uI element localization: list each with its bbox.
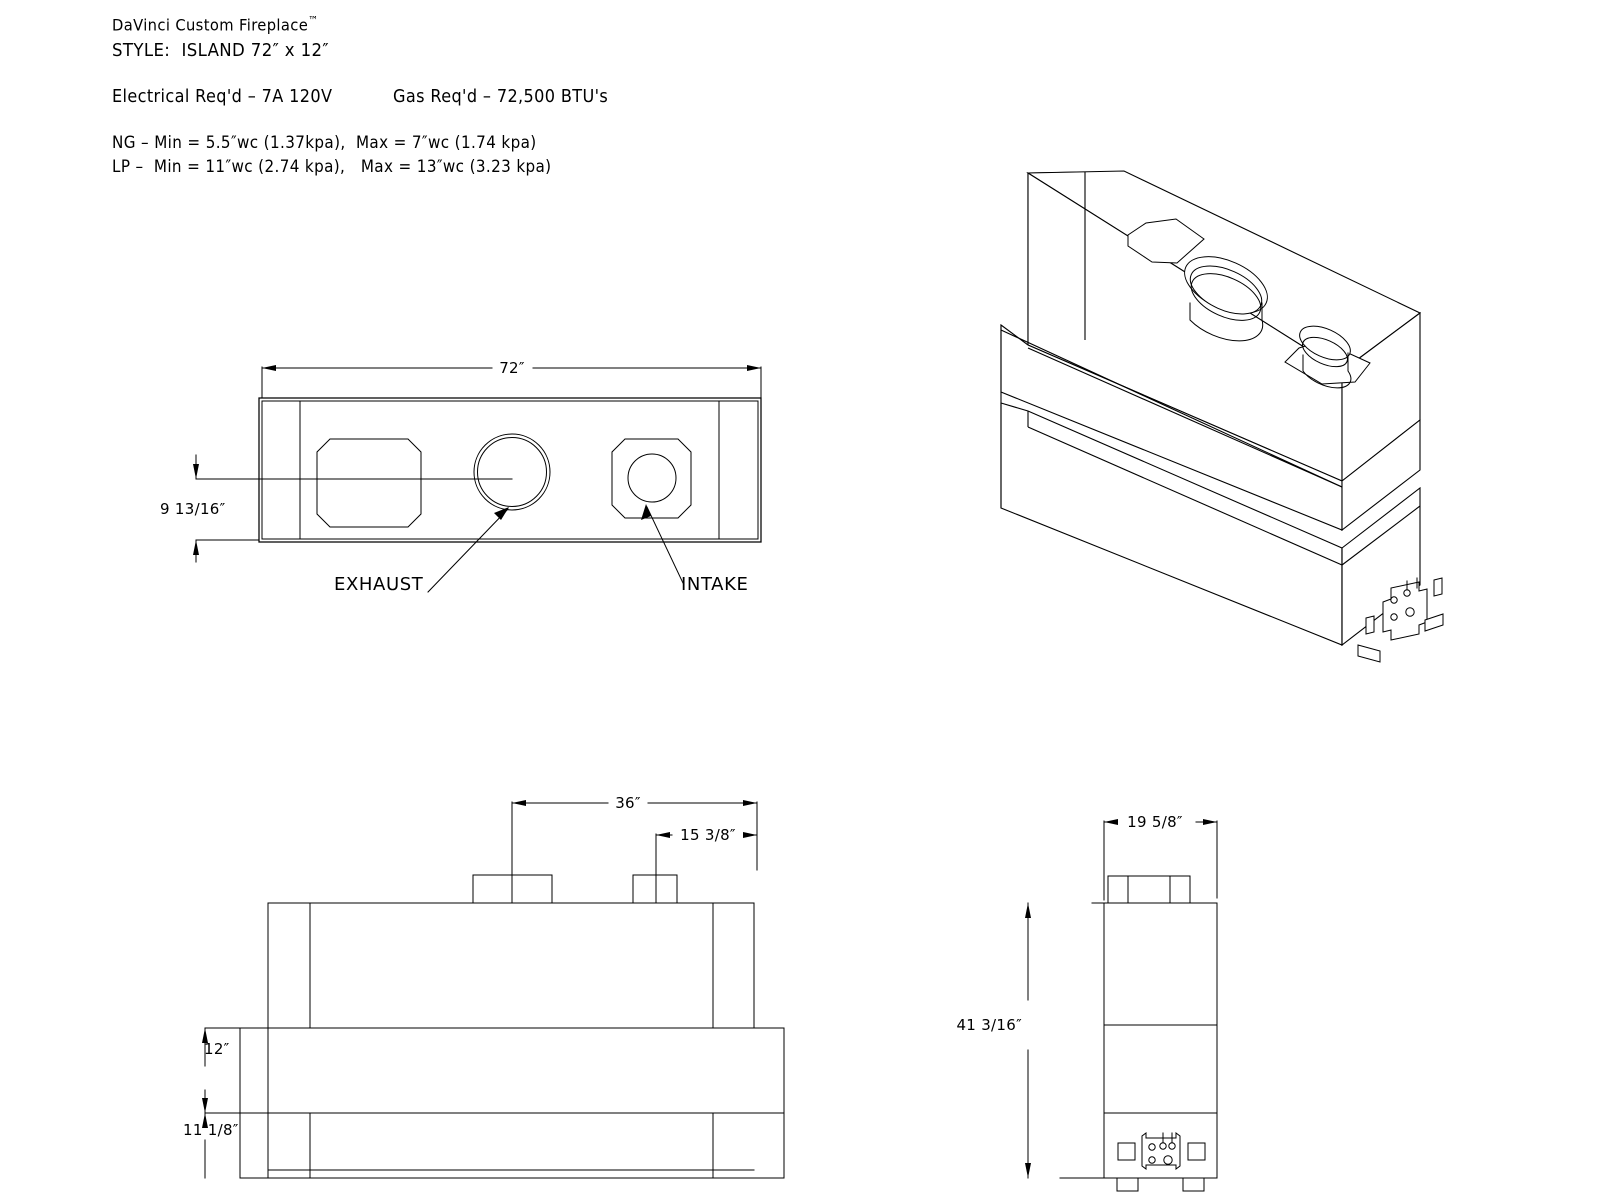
front-15-38-dim-text: 15 3/8″ [680,826,736,844]
electrical-requirement: Electrical Req'd – 7A 120V [112,87,333,108]
specification-header: DaVinci Custom Fireplace™ STYLE: ISLAND … [112,8,872,179]
side-knockout-left [1117,1142,1136,1161]
side-height-dimension: 41 3/16″ [956,902,1031,1179]
iso-lower-reveal-right [1341,505,1421,566]
front-11-18-dim-text: 11 1/8″ [183,1121,239,1139]
side-mid-band [1103,1024,1218,1114]
side-depth-dimension: 19 5/8″ [1103,813,1218,901]
iso-control-panel[interactable] [1382,577,1428,641]
plan-exhaust-callout[interactable]: EXHAUST [334,507,509,595]
iso-foot-right [1424,613,1444,632]
front-lower-base [239,1112,785,1179]
plan-intake-collar [627,453,677,503]
iso-foot-left [1357,644,1381,663]
side-top-stub [1107,875,1191,904]
side-foot-left [1116,1177,1139,1192]
front-elevation-view: 36″ 15 3/8″ [183,794,785,1179]
plan-view: 72″ 9 13 [160,359,762,595]
iso-band-top-line [1000,329,1343,488]
trademark-symbol: ™ [308,14,319,27]
front-12in-dim-text: 12″ [204,1040,230,1058]
plan-access-panel-octagon [316,438,422,528]
front-base-height-dimension: 11 1/8″ [183,1112,239,1179]
ng-pressure-line: NG – Min = 5.5″wc (1.37kpa), Max = 7″wc … [112,133,537,153]
gas-requirement: Gas Req'd – 72,500 BTU's [393,87,609,108]
front-upper-body [267,902,755,1029]
iso-intake-collar [1299,325,1352,389]
iso-top-access-panel [1127,218,1205,264]
iso-mid-reveal-line [1027,347,1343,488]
iso-knockout-left [1365,615,1375,635]
plan-body-inner-outline [261,400,759,540]
exhaust-label: EXHAUST [334,574,424,595]
front-mid-band [239,1027,785,1114]
side-elevation-view: 19 5/8″ [956,813,1218,1192]
iso-knockout-right [1433,577,1443,597]
front-firebox-height-dimension: 12″ [202,1027,241,1114]
plan-length-dim-text: 72″ [499,359,525,377]
plan-depth-dimension: 9 13/16″ [160,454,260,563]
requirements-line: Electrical Req'd – 7A 120V Gas Req'd – 72… [112,84,811,111]
plan-intake-callout[interactable]: INTAKE [641,504,748,595]
iso-lower-reveal-line [1027,426,1343,566]
product-title: DaVinci Custom Fireplace™ [112,8,811,37]
front-intake-stub [632,874,678,904]
side-upper-body [1103,902,1218,1026]
side-foot-right [1182,1177,1205,1192]
isometric-view [1000,170,1444,663]
iso-exhaust-collar [1184,256,1268,342]
lp-pressure-line: LP – Min = 11″wc (2.74 kpa), Max = 13″wc… [112,157,552,177]
plan-exhaust-collar-inner [477,437,547,507]
style-line: STYLE: ISLAND 72″ x 12″ [112,40,329,62]
plan-depth-dim-text: 9 13/16″ [160,500,226,518]
plan-overall-length-dimension: 72″ [261,359,762,399]
side-41-316-dim-text: 41 3/16″ [956,1016,1022,1034]
side-knockout-right [1187,1142,1206,1161]
side-19-58-dim-text: 19 5/8″ [1127,813,1183,831]
product-title-text: DaVinci Custom Fireplace [112,15,309,35]
front-36in-dim-text: 36″ [615,794,641,812]
side-control-panel[interactable] [1141,1132,1181,1170]
front-intake-offset-dimension: 15 3/8″ [655,826,758,876]
plan-exhaust-collar-outer [473,433,551,511]
iso-mid-right-face [1341,418,1421,532]
intake-label: INTAKE [681,574,748,595]
